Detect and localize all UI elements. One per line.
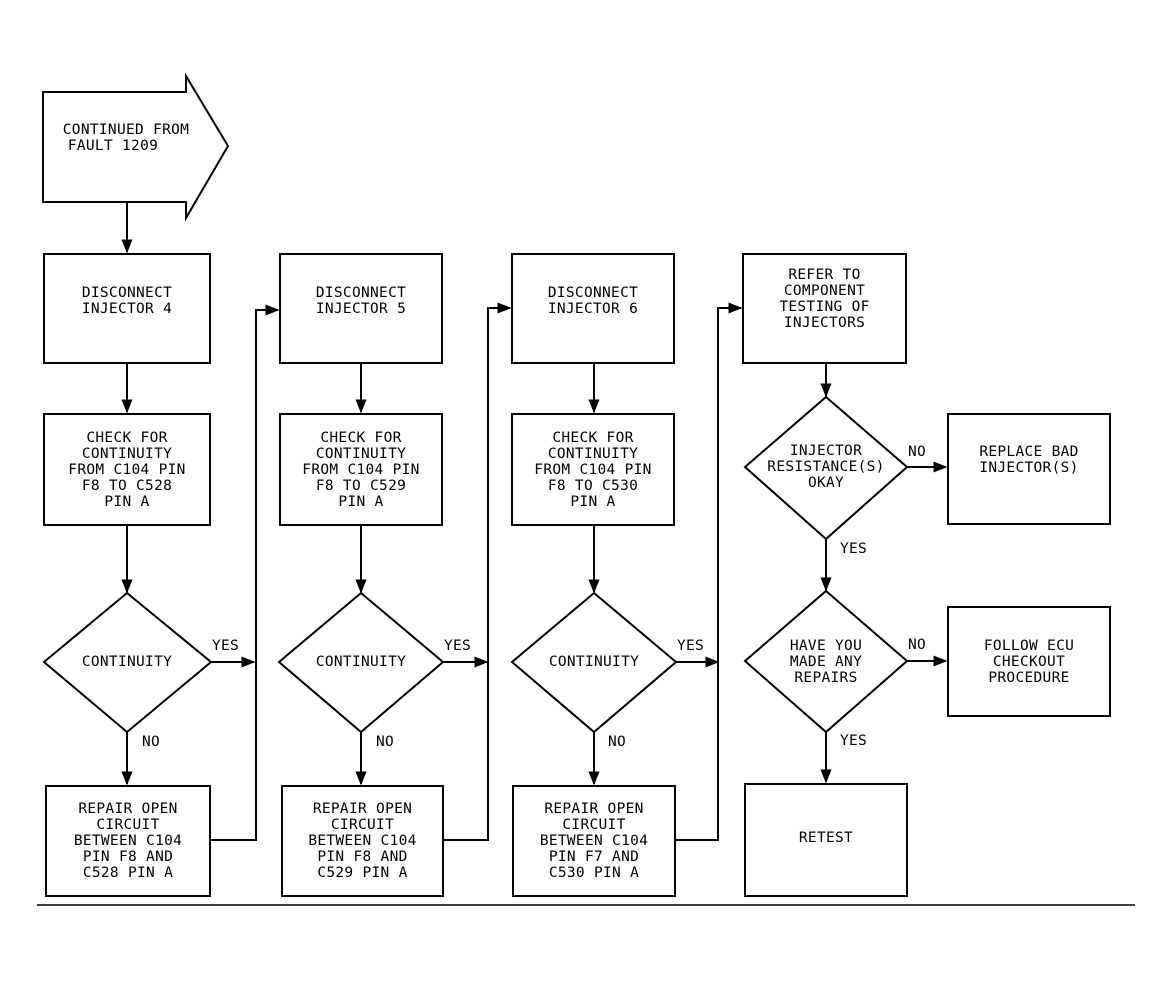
box-line: CHECK FOR xyxy=(320,429,402,446)
box-line: FROM C104 PIN xyxy=(68,461,186,478)
box-line: PIN F8 AND xyxy=(317,849,408,865)
box-line: COMPONENT xyxy=(783,283,866,299)
box-line: INJECTORS xyxy=(783,315,866,331)
box-line: DISCONNECT xyxy=(315,285,407,301)
box-line: PIN A xyxy=(570,493,616,510)
resistance-yes-label: YES xyxy=(840,541,868,557)
start-line: CONTINUED FROM xyxy=(62,122,190,138)
decision-line: OKAY xyxy=(807,475,845,491)
box-line: PIN A xyxy=(104,493,150,510)
repairs-no-label: NO xyxy=(908,637,927,653)
box-line: REPAIR OPEN xyxy=(544,801,644,817)
decision-line: HAVE YOU xyxy=(789,638,863,654)
box-line: F8 TO C529 xyxy=(315,477,407,494)
retest-box: RETEST xyxy=(744,783,908,897)
box-line: C528 PIN A xyxy=(82,865,174,881)
repair-5-box: REPAIR OPEN CIRCUIT BETWEEN C104 PIN F8 … xyxy=(281,785,444,897)
decision-line: INJECTOR xyxy=(789,443,863,459)
replace-injectors-box: REPLACE BAD INJECTOR(S) xyxy=(947,413,1111,525)
repair-6-box: REPAIR OPEN CIRCUIT BETWEEN C104 PIN F7 … xyxy=(512,785,676,897)
disconnect-injector-4-box: DISCONNECT INJECTOR 4 xyxy=(43,253,211,364)
no-label-4: NO xyxy=(142,734,161,750)
box-line: C530 PIN A xyxy=(548,865,640,881)
ecu-checkout-box: FOLLOW ECU CHECKOUT PROCEDURE xyxy=(947,606,1111,717)
decision-line: MADE ANY xyxy=(789,654,863,670)
box-line: F8 TO C530 xyxy=(547,477,639,494)
box-line: FROM C104 PIN xyxy=(302,461,420,478)
box-line: INJECTOR(S) xyxy=(979,460,1079,476)
yes-label-6: YES xyxy=(677,638,705,654)
box-line: RETEST xyxy=(798,830,854,846)
box-line: REPAIR OPEN xyxy=(78,801,178,817)
box-line: CONTINUITY xyxy=(547,445,639,462)
check-continuity-6-box: CHECK FOR CONTINUITY FROM C104 PIN F8 TO… xyxy=(511,413,675,526)
no-label-6: NO xyxy=(608,734,627,750)
resistance-decision-text: INJECTOR RESISTANCE(S) OKAY xyxy=(756,441,896,493)
box-line: FROM C104 PIN xyxy=(534,461,652,478)
refer-component-testing-box: REFER TO COMPONENT TESTING OF INJECTORS xyxy=(742,253,907,364)
box-line: BETWEEN C104 xyxy=(308,833,417,849)
box-line: CONTINUITY xyxy=(315,445,407,462)
box-line: CHECK FOR xyxy=(86,429,168,446)
box-line: CHECK FOR xyxy=(552,429,634,446)
decision-line: REPAIRS xyxy=(794,670,858,686)
decision-line: CONTINUITY xyxy=(548,654,640,670)
box-line: F8 TO C528 xyxy=(81,477,173,494)
decision-line: RESISTANCE(S) xyxy=(767,459,885,475)
decision-diamond-5 xyxy=(277,591,445,734)
box-line: FOLLOW ECU xyxy=(983,638,1075,654)
box-line: CIRCUIT xyxy=(96,817,160,833)
decision-diamond-repairs xyxy=(743,589,909,734)
repair-4-box: REPAIR OPEN CIRCUIT BETWEEN C104 PIN F8 … xyxy=(45,785,211,897)
resistance-no-label: NO xyxy=(908,444,927,460)
box-line: PROCEDURE xyxy=(988,670,1070,686)
box-line: CIRCUIT xyxy=(562,817,626,833)
box-line: PIN F7 AND xyxy=(548,849,640,865)
box-line: REPLACE BAD xyxy=(979,444,1079,460)
no-label-5: NO xyxy=(376,734,395,750)
box-line: CHECKOUT xyxy=(992,654,1066,670)
yes-label-4: YES xyxy=(212,638,240,654)
box-line: CONTINUITY xyxy=(81,445,173,462)
start-arrow-shape xyxy=(42,72,230,222)
decision-diamond-resistance xyxy=(743,395,909,541)
check-continuity-4-box: CHECK FOR CONTINUITY FROM C104 PIN F8 TO… xyxy=(43,413,211,526)
decision-4-text: CONTINUITY xyxy=(70,652,184,672)
start-text: CONTINUED FROM FAULT 1209 xyxy=(46,108,206,168)
yes-label-5: YES xyxy=(444,638,472,654)
box-line: TESTING OF xyxy=(779,299,870,315)
repairs-yes-label: YES xyxy=(840,733,868,749)
connector-repair-4-to-disconnect-5 xyxy=(211,304,280,841)
repairs-decision-text: HAVE YOU MADE ANY REPAIRS xyxy=(756,636,896,688)
check-continuity-5-box: CHECK FOR CONTINUITY FROM C104 PIN F8 TO… xyxy=(279,413,443,526)
box-line: DISCONNECT xyxy=(547,285,639,301)
decision-5-text: CONTINUITY xyxy=(304,652,418,672)
connector-repair-5-to-disconnect-6 xyxy=(444,302,512,841)
box-line: PIN F8 AND xyxy=(82,849,174,865)
box-line: INJECTOR 4 xyxy=(81,301,173,317)
box-line: PIN A xyxy=(338,493,384,510)
box-line: REPAIR OPEN xyxy=(312,801,413,817)
decision-diamond-4 xyxy=(42,591,213,734)
decision-6-text: CONTINUITY xyxy=(537,652,651,672)
decision-line: CONTINUITY xyxy=(81,654,173,670)
box-line: DISCONNECT xyxy=(81,285,173,301)
box-line: INJECTOR 5 xyxy=(315,301,407,317)
decision-diamond-6 xyxy=(510,591,678,734)
box-line: BETWEEN C104 xyxy=(73,833,183,849)
box-line: C529 PIN A xyxy=(317,865,408,881)
connector-repair-6-to-refer xyxy=(676,302,743,841)
box-line: BETWEEN C104 xyxy=(539,833,649,849)
disconnect-injector-6-box: DISCONNECT INJECTOR 6 xyxy=(511,253,675,364)
box-line: REFER TO xyxy=(788,267,861,283)
box-line: INJECTOR 6 xyxy=(547,301,639,317)
box-line: CIRCUIT xyxy=(330,817,395,833)
decision-line: CONTINUITY xyxy=(315,654,407,670)
start-line: FAULT 1209 xyxy=(67,138,159,154)
disconnect-injector-5-box: DISCONNECT INJECTOR 5 xyxy=(279,253,443,364)
